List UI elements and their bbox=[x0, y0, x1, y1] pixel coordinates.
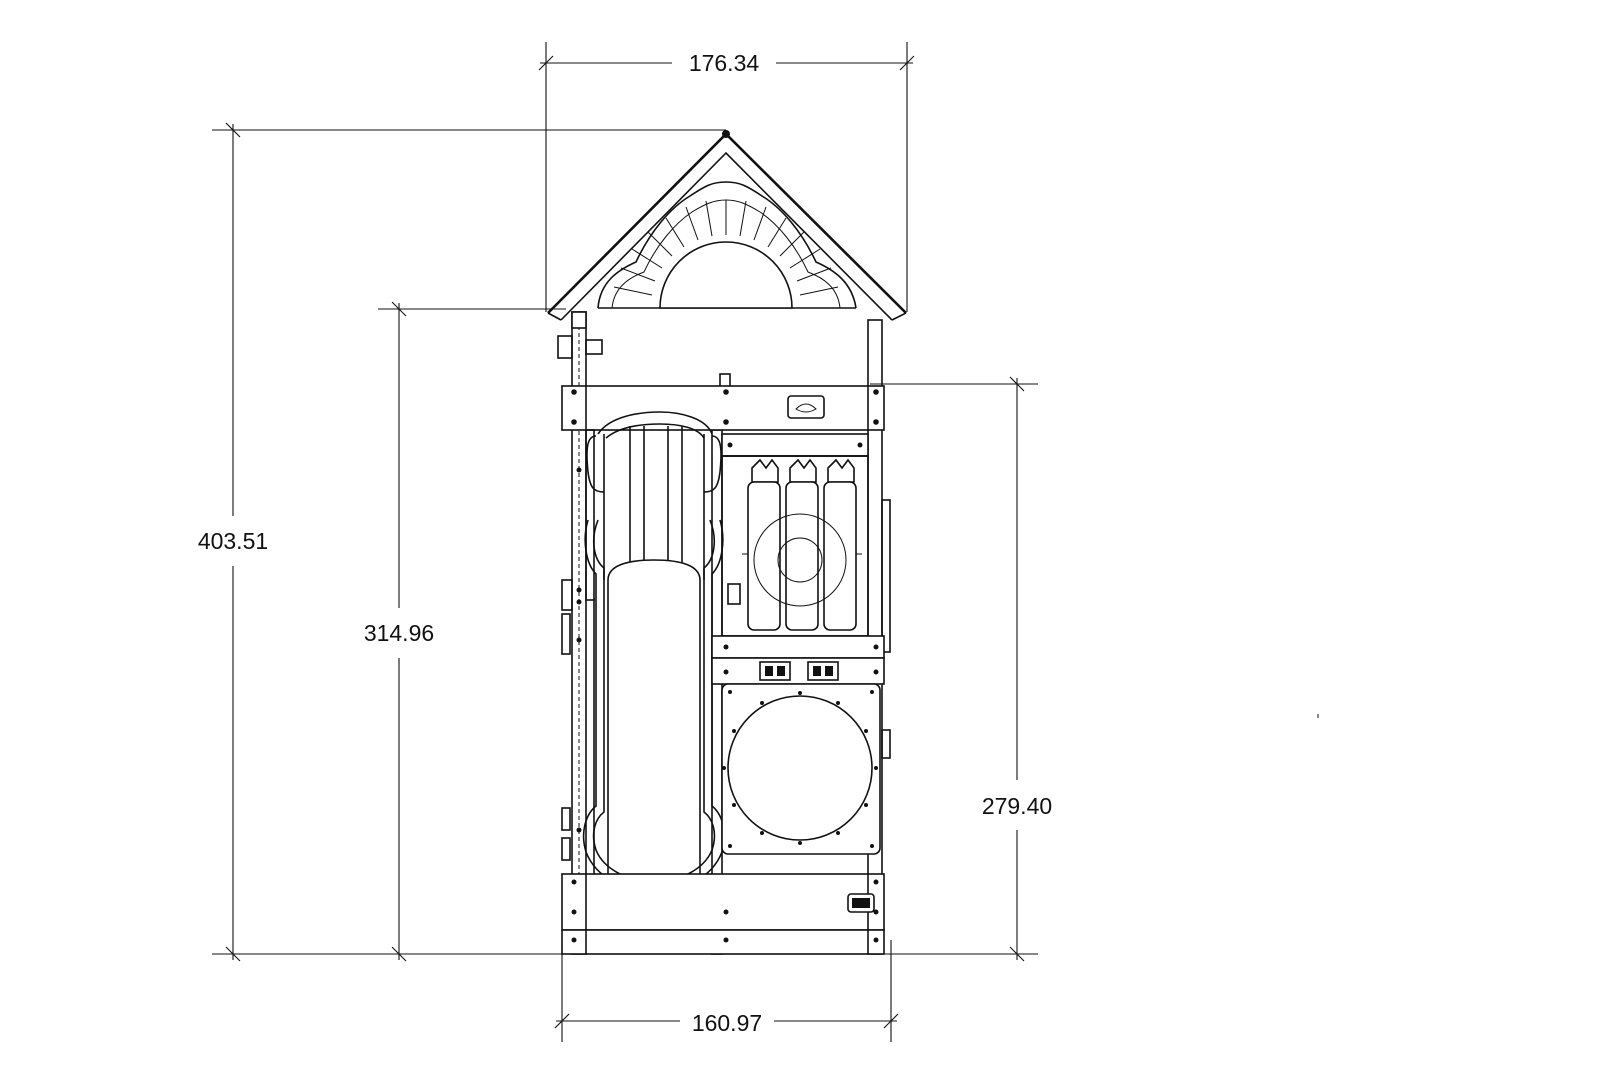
dimension-total-height: 403.51 bbox=[198, 122, 1038, 962]
roof bbox=[547, 130, 907, 321]
dimension-label-total-height: 403.51 bbox=[198, 528, 268, 554]
dimension-right-height: 279.40 bbox=[870, 376, 1052, 962]
deck-beam-bolts bbox=[571, 389, 879, 425]
upper-right-rail bbox=[721, 433, 869, 457]
dimension-label-right-height: 279.40 bbox=[982, 793, 1052, 819]
dimension-label-deck-height: 314.96 bbox=[364, 620, 434, 646]
nameplate-badge bbox=[787, 395, 825, 419]
porthole-rivets bbox=[722, 690, 878, 848]
wave-slide bbox=[582, 411, 726, 951]
roof-sunburst-rays bbox=[613, 200, 839, 296]
mid-deck-beam bbox=[711, 635, 885, 685]
dimension-label-base-width: 160.97 bbox=[692, 1010, 762, 1036]
bracket-plate-right bbox=[807, 661, 839, 681]
dimension-top-width: 176.34 bbox=[538, 42, 915, 312]
base-frame bbox=[561, 873, 885, 955]
porthole-panel bbox=[721, 683, 881, 855]
bracket-plate-left bbox=[759, 661, 791, 681]
dimension-base-width: 160.97 bbox=[554, 940, 899, 1042]
deck-beam bbox=[561, 385, 885, 431]
mid-deck-bolts bbox=[723, 644, 879, 675]
dimension-label-top-width: 176.34 bbox=[689, 50, 760, 76]
left-wall-board bbox=[561, 429, 595, 880]
dimension-deck-height: 314.96 bbox=[364, 301, 566, 962]
climbing-tubes bbox=[742, 458, 862, 631]
